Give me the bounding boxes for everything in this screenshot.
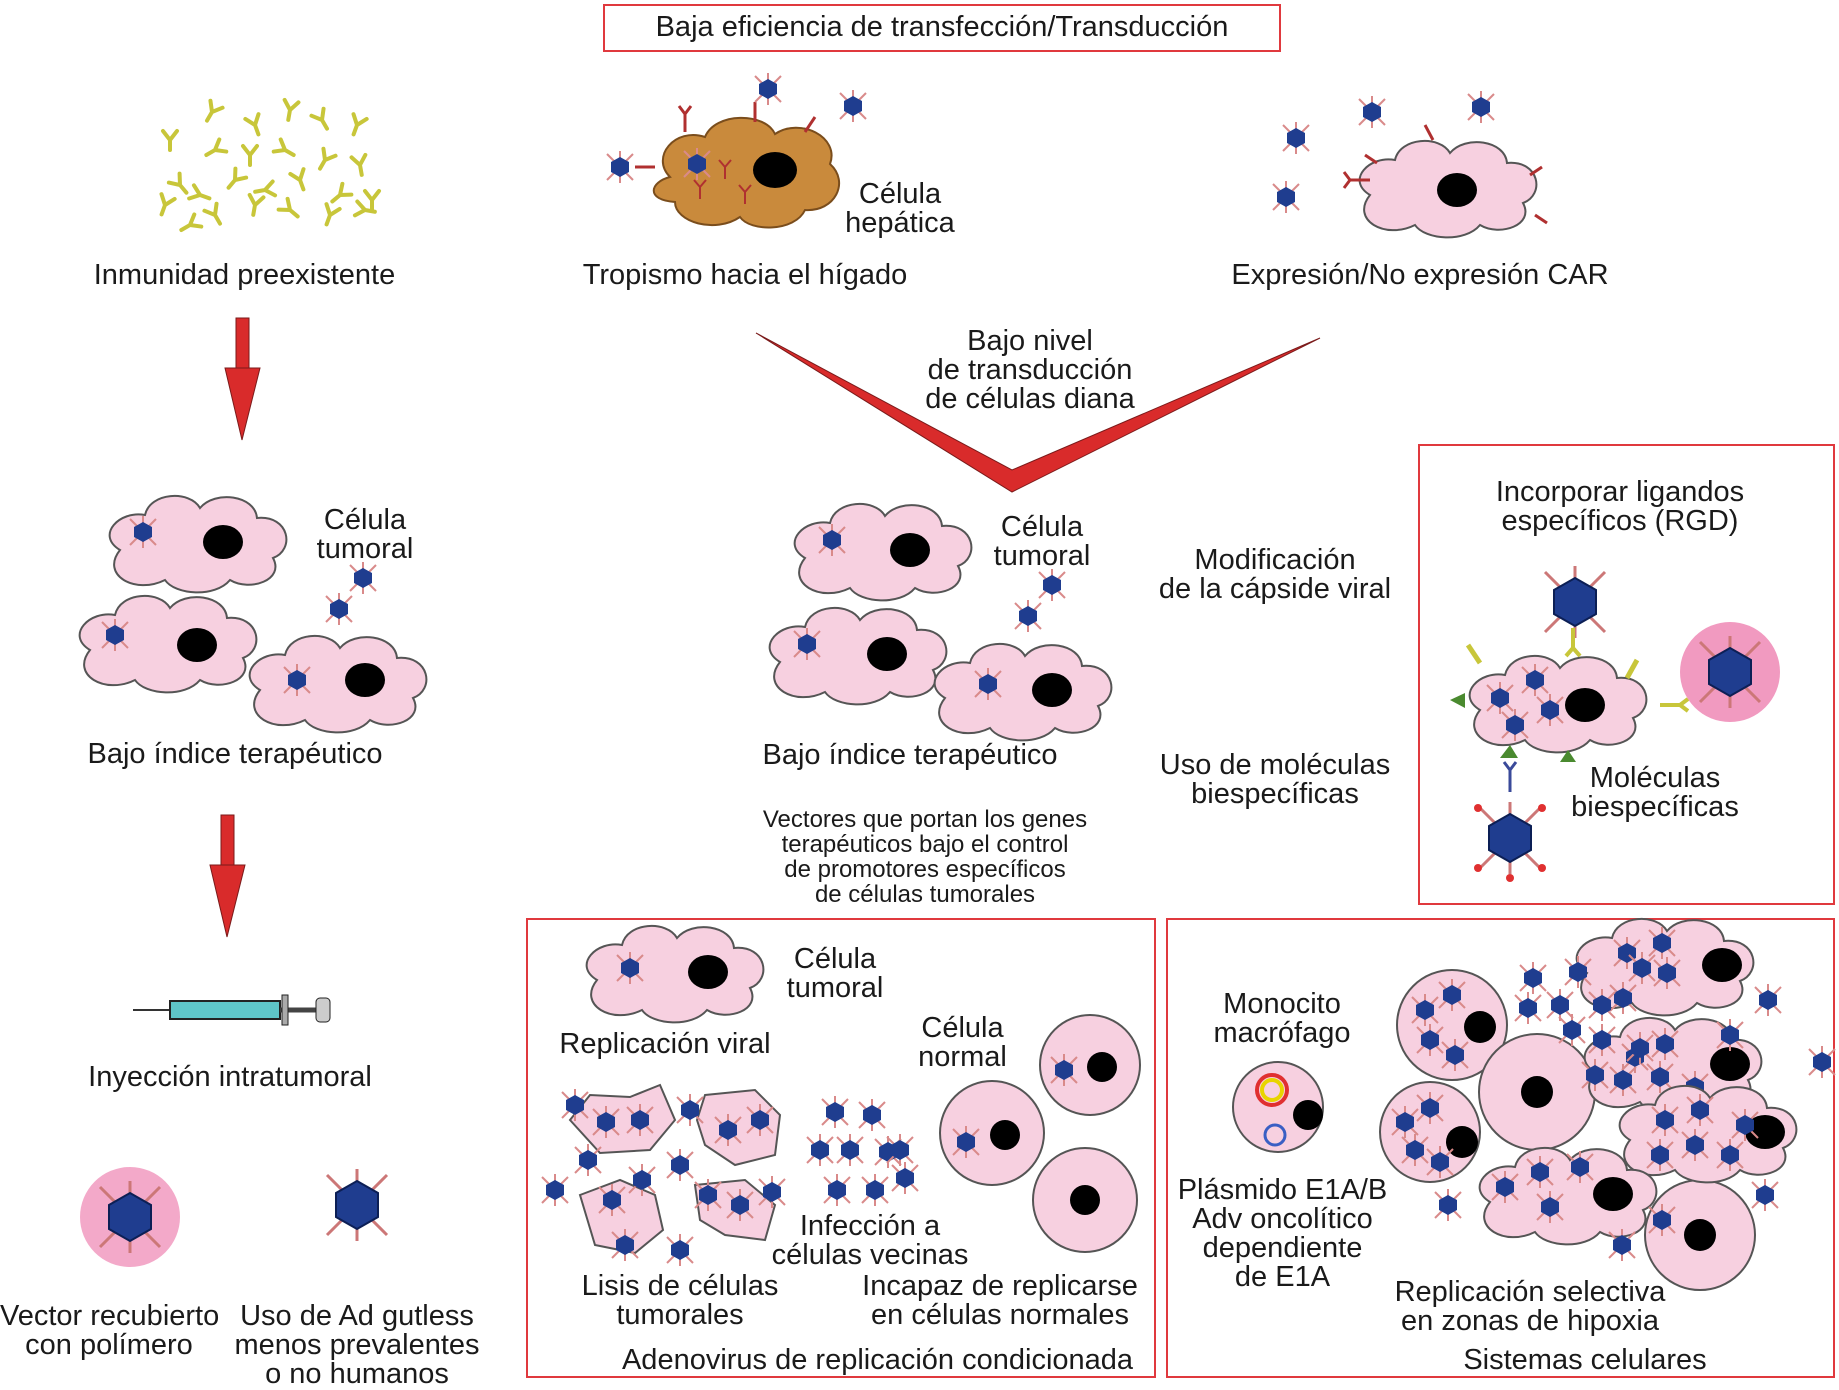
funnel-chevron (755, 332, 1321, 493)
polymer-coated-vector-icon (80, 1167, 180, 1267)
antibody-icon (363, 189, 381, 212)
virus-particle (836, 1133, 864, 1167)
antibody-icon (243, 112, 267, 139)
injection-label: Inyección intratumoral (88, 1061, 372, 1093)
antibody-icon (288, 167, 312, 194)
virus-particle (823, 1173, 851, 1207)
car-cell-icon (1342, 124, 1548, 239)
ligand-diagram (1450, 564, 1780, 882)
antibody-icon (276, 196, 305, 224)
antibody-icon (221, 166, 249, 195)
virus-particle (1808, 1045, 1836, 1079)
virus-particle (858, 1098, 886, 1132)
crad-caption: Adenovirus de replicación condicionada (621, 1344, 1134, 1376)
hypoxia-label: Replicación selectiva en zonas de hipoxi… (1394, 1276, 1666, 1337)
virus-particle (821, 1095, 849, 1129)
center-tumor-cells (768, 502, 1113, 742)
cell-systems-caption: Sistemas celulares (1463, 1344, 1707, 1376)
virus-particle (666, 1148, 694, 1182)
figure-title: Baja eficiencia de transfección/Transduc… (655, 11, 1229, 43)
liver-cell-icon (635, 102, 841, 229)
antibody-icon (161, 129, 179, 152)
monocyte-label: Monocito macrófago (1213, 988, 1351, 1049)
lysed-cell-fragment (578, 1178, 665, 1255)
antibody-icon (202, 201, 229, 230)
vectors-label: Vectores que portan los genes terapéutic… (762, 806, 1088, 908)
liver-cell-label: Célula hepática (845, 178, 955, 239)
plasmid-label: Plásmido E1A/B Adv oncolítico dependient… (1177, 1174, 1388, 1293)
antibody-icon (349, 152, 371, 179)
antibody-icon (241, 144, 259, 167)
funnel-label: Bajo nivel de transducción de células di… (925, 325, 1135, 415)
unable-replicate-label: Incapaz de replicarse en células normale… (862, 1270, 1138, 1331)
antibody-icon (345, 112, 369, 139)
center-therapeutic-index-label: Bajo índice terapéutico (762, 739, 1058, 771)
left-therapeutic-index-label: Bajo índice terapéutico (87, 738, 383, 770)
gutless-ad-vector-icon (325, 1167, 389, 1243)
liver-label: Tropismo hacia el hígado (582, 259, 908, 291)
antibody-icon (153, 192, 177, 219)
antibody-icon (187, 183, 214, 207)
antibody-icon (200, 137, 229, 164)
antibodies-icon (153, 97, 381, 239)
lysed-cell-fragment (568, 1083, 677, 1155)
antibody-icon (175, 212, 204, 239)
tumor-cell (1618, 1084, 1798, 1184)
antibody-icon (271, 137, 300, 164)
car-label: Expresión/No expresión CAR (1231, 259, 1609, 291)
gutless-label: Uso de Ad gutless menos prevalentes o no… (234, 1300, 480, 1390)
left-tumor-cells (78, 494, 428, 734)
crad-diagram (541, 924, 1141, 1267)
virus-particle (1519, 961, 1547, 995)
tumor-cell (1478, 1033, 1596, 1151)
conditional-replication-box (526, 918, 1156, 1378)
ligand-box (1418, 444, 1835, 905)
lysis-label: Lisis de células tumorales (581, 1270, 779, 1331)
virus-particle (1514, 991, 1542, 1025)
antibody-icon (311, 146, 338, 175)
virus-particle (1434, 1188, 1462, 1222)
crad-tumor-cell-label: Célula tumoral (786, 943, 884, 1004)
virus-particle (806, 1133, 834, 1167)
antibody-icon (325, 181, 354, 209)
virus-particle (1754, 983, 1782, 1017)
virus-particle (666, 1233, 694, 1267)
bispecific-use-label: Uso de moléculas biespecíficas (1159, 749, 1391, 810)
title-box (603, 4, 1281, 52)
antibody-icon (166, 171, 194, 200)
antibody-icon (198, 98, 225, 127)
infection-label: Infección a células vecinas (771, 1210, 969, 1271)
antibody-icon (318, 202, 342, 229)
tumor-cell (1583, 1016, 1763, 1116)
cell-systems-box (1166, 918, 1835, 1378)
virus-particle (541, 1173, 569, 1207)
viral-replication-label: Replicación viral (559, 1028, 771, 1060)
tumor-cell (1478, 1146, 1658, 1246)
cell-systems-diagram (1232, 917, 1836, 1291)
syringe-icon (133, 994, 331, 1026)
normal-cell-label: Célula normal (918, 1012, 1007, 1073)
arrow-down-2 (209, 814, 246, 938)
tumor-cell (1379, 1081, 1481, 1183)
immunity-label: Inmunidad preexistente (93, 259, 396, 291)
virus-particle (891, 1161, 919, 1195)
antibody-icon (279, 97, 301, 124)
lysed-tumor-cells (568, 1083, 782, 1255)
antibody-icon (309, 106, 336, 135)
left-tumor-cell-label: Célula tumoral (316, 504, 414, 565)
polymer-vector-label: Vector recubierto con polímero (0, 1300, 220, 1361)
antibody-icon (244, 192, 266, 219)
virus-particle (1751, 1178, 1779, 1212)
tumor-cell (1575, 917, 1755, 1017)
virus-particle (861, 1173, 889, 1207)
capsid-label: Modificación de la cápside viral (1158, 544, 1392, 605)
virus-particle (1546, 988, 1574, 1022)
bispecific-molecules-label: Moléculas biespecíficas (1571, 762, 1739, 823)
arrow-down-1 (224, 317, 261, 441)
ligand-label: Incorporar ligandos específicos (RGD) (1495, 476, 1745, 537)
tumor-cell (1396, 969, 1508, 1081)
center-tumor-cell-label: Célula tumoral (993, 511, 1091, 572)
